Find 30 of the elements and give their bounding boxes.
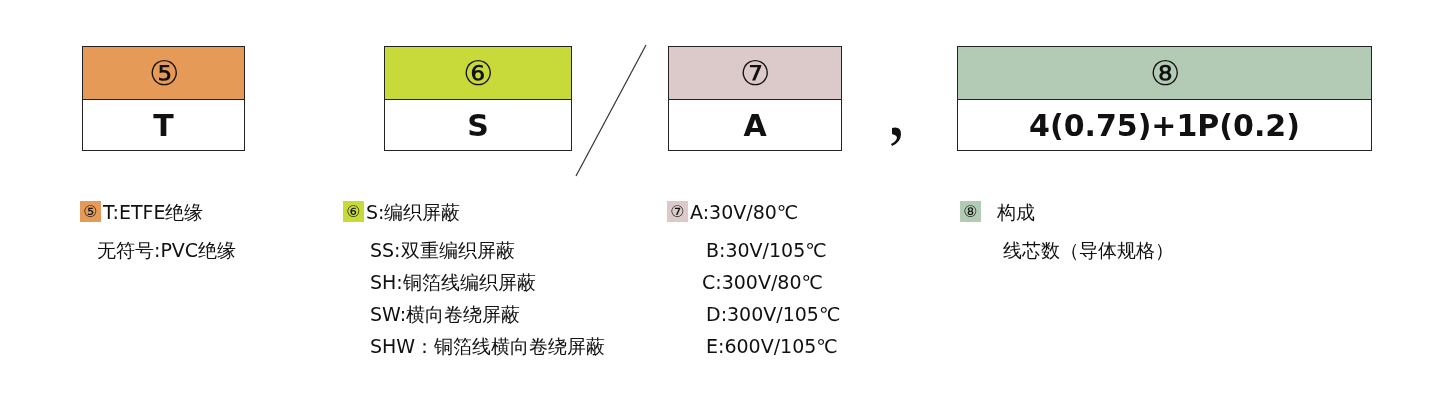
number-cell: ⑧: [958, 47, 1371, 100]
note-text: SH:铜箔线编织屏蔽: [370, 270, 536, 294]
value-cell-text: T: [152, 106, 175, 145]
number-badge: ⑦: [667, 201, 688, 222]
number-cell: ⑥: [385, 47, 571, 100]
legend-text: A:30V/80℃: [690, 200, 799, 224]
number-cell: ⑦: [669, 47, 841, 100]
legend-text: 构成: [997, 200, 1035, 224]
note-text: 无符号:PVC绝缘: [97, 238, 237, 262]
note-text: SS:双重编织屏蔽: [370, 238, 515, 262]
legend-text: T:ETFE绝缘: [103, 200, 204, 224]
value-cell-text: A: [742, 106, 768, 145]
code-box: [82, 46, 245, 151]
note-text: SW:横向卷绕屏蔽: [370, 302, 521, 326]
code-box: [384, 46, 572, 151]
note-text: B:30V/105℃: [706, 238, 827, 262]
note-text: C:300V/80℃: [702, 270, 823, 294]
note-text: D:300V/105℃: [706, 302, 841, 326]
value-cell-text: 4(0.75)+1P(0.2): [1028, 106, 1301, 145]
note-text: E:600V/105℃: [706, 334, 838, 358]
code-box: [668, 46, 842, 151]
note-text: 线芯数（导体规格）: [1003, 238, 1174, 262]
value-cell-text: S: [466, 106, 490, 145]
number-badge: ⑤: [80, 201, 101, 222]
number-badge: ⑥: [343, 201, 364, 222]
number-badge: ⑧: [960, 201, 981, 222]
number-cell: ⑤: [83, 47, 244, 100]
code-box: [957, 46, 1372, 151]
legend-text: S:编织屏蔽: [366, 200, 461, 224]
note-text: SHW：铜箔线横向卷绕屏蔽: [370, 334, 606, 358]
